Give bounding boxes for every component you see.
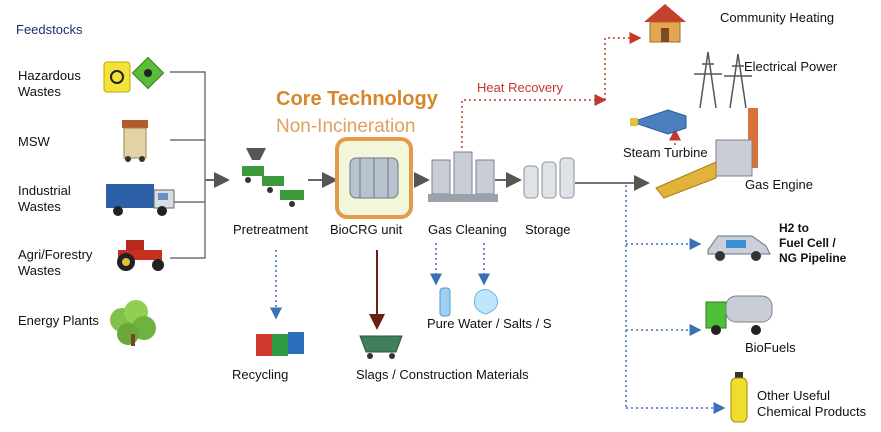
gas-engine-icon — [655, 108, 758, 199]
feedstock-msw-label: MSW — [18, 134, 50, 149]
recycling-bins-icon — [256, 332, 304, 356]
non-incineration-subtitle: Non-Incineration — [276, 116, 416, 137]
house-icon — [644, 4, 686, 43]
fuel-cell-car-icon — [707, 235, 771, 261]
biocrg-label: BioCRG unit — [330, 222, 403, 237]
core-technology-title: Core Technology — [276, 88, 438, 110]
steam-turbine-label: Steam Turbine — [623, 145, 708, 160]
waste-bin-icon — [122, 120, 148, 162]
power-tower-icon — [694, 51, 752, 109]
fuel-truck-icon — [705, 295, 773, 335]
gas-cleaning-label: Gas Cleaning — [428, 222, 507, 237]
tractor-icon — [117, 240, 164, 271]
feedstock-energy-label: Energy Plants — [18, 313, 99, 328]
energy-plants-icon — [110, 300, 156, 346]
biocrg-unit-icon — [335, 137, 413, 219]
pretreatment-equipment-icon — [242, 148, 304, 207]
slags-label: Slags / Construction Materials — [356, 367, 529, 382]
heat-recovery-line — [461, 94, 607, 148]
electrical-power-label: Electrical Power — [744, 59, 838, 74]
pretreatment-label: Pretreatment — [233, 222, 309, 237]
gas-cleaning-equipment-icon — [428, 151, 498, 202]
hazardous-icon — [103, 56, 164, 93]
community-heating-line — [604, 32, 642, 100]
heat-recovery-label: Heat Recovery — [477, 80, 563, 95]
gas-cylinder-icon — [730, 372, 748, 423]
gas-engine-label: Gas Engine — [745, 177, 813, 192]
storage-label: Storage — [525, 222, 571, 237]
biofuels-label: BioFuels — [745, 340, 796, 355]
water-bottle-icon — [439, 287, 499, 317]
steam-turbine-icon — [630, 109, 687, 135]
community-heating-label: Community Heating — [720, 10, 835, 25]
water-salts-label: Pure Water / Salts / S — [427, 316, 552, 331]
garbage-truck-icon — [106, 184, 175, 216]
feedstocks-title: Feedstocks — [16, 22, 83, 37]
feedstock-bracket — [170, 71, 206, 259]
slag-cart-icon — [359, 335, 403, 359]
storage-tanks-icon — [523, 157, 575, 199]
recycling-label: Recycling — [232, 367, 289, 382]
